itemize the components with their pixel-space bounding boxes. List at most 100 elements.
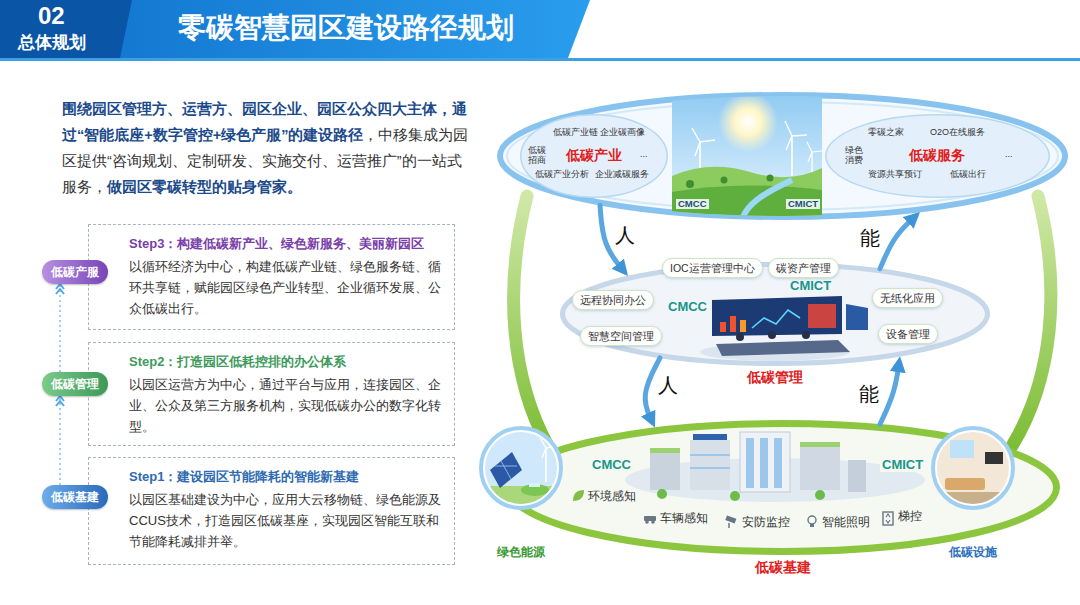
step-body: 以循环经济为中心，构建低碳产业链、绿色服务链、循环共享链，赋能园区绿色产业转型、… [129, 256, 448, 319]
ellipse-shape [563, 265, 988, 364]
tv [985, 452, 1003, 464]
car-wheel [645, 520, 649, 524]
step-box: Step2：打造园区低耗控排的办公体系以园区运营方为中心，通过平台与应用，连接园… [88, 342, 455, 446]
section-name: 总体规划 [18, 33, 86, 53]
service-item: ... [1005, 150, 1013, 160]
park-city-picture [625, 432, 925, 502]
stream [742, 180, 792, 220]
step-box: Step3：构建低碳新产业、绿色新服务、美丽新园区以循环经济为中心，构建低碳产业… [88, 224, 455, 330]
layer-ellipse: CMCCCMICT低碳产业低碳产业链企业碳画像低碳招商...低碳产业分析企业减碳… [497, 92, 1068, 220]
floor-shadow [700, 343, 850, 361]
green-link-band [1012, 196, 1051, 446]
step-heading: Step2：打造园区低耗控排的办公体系 [129, 352, 448, 372]
step-body: 以园区基础建设为中心，应用大云移物链、绿色能源及CCUS技术，打造园区低碳基座，… [129, 489, 448, 552]
desk [716, 340, 850, 356]
section-number: 02 [38, 3, 65, 29]
circle-outline [476, 426, 566, 516]
person [802, 331, 810, 339]
function-name: 无纸化应用 [880, 291, 935, 305]
step-chevron-link [59, 284, 61, 372]
service-item: 企业碳画像 [600, 128, 645, 138]
edge-label: 人 [615, 225, 635, 245]
function-bubble: IOC运营管理中心 [662, 258, 763, 278]
turbine-tower [545, 448, 547, 482]
camera-icon [725, 515, 736, 523]
sensor-label: 梯控 [898, 510, 922, 523]
circle-shape [481, 428, 561, 508]
service-item: 企业减碳服务 [595, 170, 649, 180]
car-window [529, 483, 540, 487]
ellipse-inner-rim [507, 102, 1058, 210]
flow-arrow [645, 358, 660, 422]
function-bubble: 无纸化应用 [872, 288, 943, 308]
edge-label: 人 [658, 375, 678, 395]
service-item: O2O在线服务 [930, 128, 985, 138]
step-chevron-link [59, 396, 61, 485]
elevator-arrows [886, 514, 890, 523]
chart-bar [720, 322, 726, 332]
brand-mark: CMICT [880, 458, 925, 472]
turbine-blades [807, 142, 822, 162]
car-wheel [651, 520, 655, 524]
side-screen [846, 304, 868, 330]
turbine-tower [791, 136, 793, 176]
bulb-base [810, 524, 814, 527]
person [736, 333, 744, 341]
intro-paragraph: 围绕园区管理方、运营方、园区企业、园区公众四大主体，通过“智能底座+数字管控+绿… [62, 96, 472, 200]
step-heading: Step1：建设园区节能降耗的智能新基建 [129, 467, 448, 487]
camera-mount [728, 523, 730, 528]
glass [760, 438, 768, 488]
eco-landscape-picture [672, 92, 822, 220]
sector-title: 低碳产业 [566, 148, 622, 163]
function-name: 远程协同办公 [580, 293, 646, 307]
step-tag-pill: 低碳基建 [42, 485, 108, 509]
service-sector: 低碳产业低碳产业链企业碳画像低碳招商...低碳产业分析企业减碳服务 [520, 114, 668, 198]
sun [718, 92, 778, 152]
header-bar [0, 0, 590, 58]
section-badge [0, 0, 132, 58]
low-carbon-home-picture [937, 432, 1009, 504]
building [690, 440, 730, 490]
chart-bar [730, 316, 736, 332]
edge-label: 能 [860, 228, 880, 248]
brand-mark: CMCC [676, 199, 709, 209]
floor [937, 492, 1009, 504]
fields [672, 185, 822, 220]
function-name: 智慧空间管理 [588, 329, 654, 343]
car [521, 484, 549, 496]
step-box: Step1：建设园区节能降耗的智能新基建以园区基础建设为中心，应用大云移物链、绿… [88, 457, 455, 565]
sky [672, 92, 822, 220]
ellipse-shape [500, 95, 1065, 217]
windows [690, 454, 730, 456]
step-body: 以园区运营方为中心，通过平台与应用，连接园区、企业、公众及第三方服务机构，实现低… [129, 374, 448, 437]
step-tag: 低碳基建 [51, 490, 99, 504]
flow-arrow [600, 205, 624, 271]
brand-mark: CMCC [590, 458, 633, 472]
service-item: 低碳招商 [528, 146, 546, 166]
sky [485, 432, 557, 504]
windows [690, 467, 730, 469]
function-bubble: 碳资产管理 [768, 258, 839, 278]
circle-caption: 绿色能源 [497, 546, 545, 559]
layer-title: 低碳基建 [755, 560, 811, 575]
service-item: 低碳产业分析 [535, 170, 589, 180]
bulb-icon [808, 516, 816, 524]
control-room-picture [700, 296, 868, 361]
page-title: 零碳智慧园区建设路径规划 [178, 11, 514, 45]
sector-title: 低碳服务 [909, 148, 965, 163]
circle-shape [933, 428, 1013, 508]
heat-map [808, 304, 836, 328]
service-item: 资源共享预订 [868, 170, 922, 180]
circle-outline [928, 426, 1018, 516]
function-bubble: 智慧空间管理 [580, 326, 662, 346]
city-platform [625, 458, 925, 502]
step-heading: Step3：构建低碳新产业、绿色新服务、美丽新园区 [129, 234, 448, 254]
sensor-icons [573, 490, 893, 528]
sensor-label: 安防监控 [742, 516, 790, 529]
ellipse-shape [826, 115, 1050, 198]
glass [746, 438, 754, 488]
window [950, 440, 974, 458]
screen-wall [712, 296, 842, 336]
step-tag-pill: 低碳管理 [42, 372, 108, 396]
tree [767, 175, 774, 182]
